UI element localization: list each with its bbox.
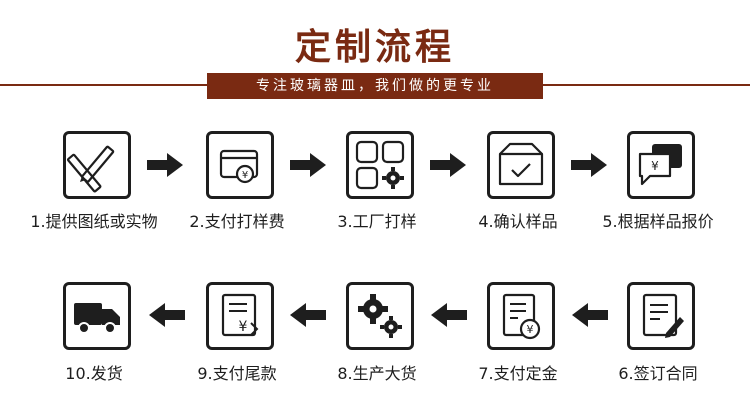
- svg-text:¥: ¥: [242, 170, 248, 181]
- delivery-truck-icon: [63, 282, 131, 350]
- quote-chat-icon: ¥: [627, 131, 695, 199]
- arrow-left-icon: [431, 303, 467, 327]
- arrow-left-icon: [572, 303, 608, 327]
- svg-text:¥: ¥: [239, 319, 248, 335]
- svg-text:¥: ¥: [651, 159, 659, 173]
- step-4-label: 4.确认样品: [478, 212, 558, 231]
- subtitle-banner: 专注玻璃器皿，我们做的更专业: [207, 73, 543, 99]
- production-gears-icon: [346, 282, 414, 350]
- step-3-label: 3.工厂打样: [337, 212, 417, 231]
- arrow-left-icon: [290, 303, 326, 327]
- step-7-label: 7.支付定金: [478, 364, 558, 383]
- step-5-label: 5.根据样品报价: [602, 212, 714, 231]
- arrow-right-icon: [290, 153, 326, 177]
- factory-grid-gear-icon: [346, 131, 414, 199]
- payment-card-icon: ¥: [206, 131, 274, 199]
- step-8-label: 8.生产大货: [337, 364, 417, 383]
- arrow-right-icon: [430, 153, 466, 177]
- page-title: 定制流程: [294, 27, 455, 68]
- svg-text:¥: ¥: [527, 323, 534, 336]
- arrow-right-icon: [571, 153, 607, 177]
- step-9-label: 9.支付尾款: [197, 364, 277, 383]
- sample-box-check-icon: [487, 131, 555, 199]
- sign-contract-icon: [627, 282, 695, 350]
- step-1-label: 1.提供图纸或实物: [30, 212, 158, 231]
- pencil-ruler-icon: [63, 131, 131, 199]
- final-payment-document-icon: ¥: [206, 282, 274, 350]
- deposit-document-icon: ¥: [487, 282, 555, 350]
- step-6-label: 6.签订合同: [618, 364, 698, 383]
- arrow-right-icon: [147, 153, 183, 177]
- step-10-label: 10.发货: [65, 364, 123, 383]
- arrow-left-icon: [149, 303, 185, 327]
- step-2-label: 2.支付打样费: [189, 212, 285, 231]
